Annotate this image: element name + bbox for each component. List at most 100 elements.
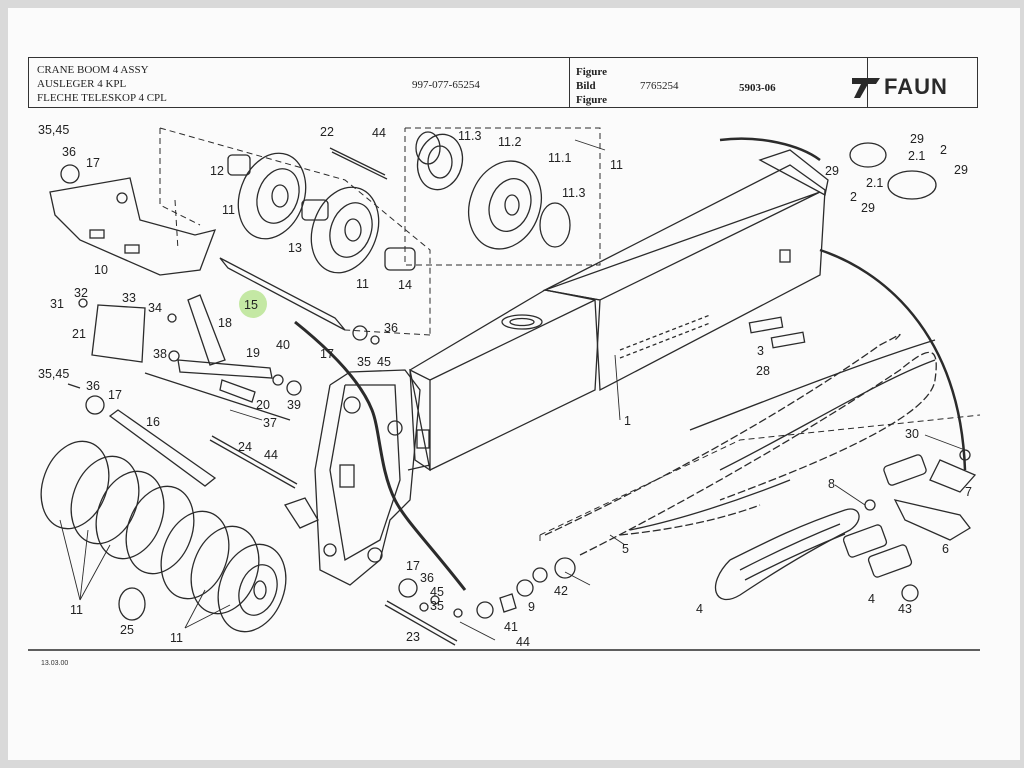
callout: 20 [256,398,270,412]
callout: 11 [356,277,369,291]
callout: 29 [910,132,924,146]
callout: 2 [940,143,947,157]
pad-blocks-2 [748,142,937,349]
shafts [108,409,458,646]
callout: 22 [320,125,334,139]
callout: 44 [264,448,278,462]
callout: 43 [898,602,912,616]
title-cell [29,58,570,107]
callout: 44 [516,635,530,649]
callout-labels: 35,45 36 17 10 12 11 13 11 14 22 44 11.3… [38,123,972,649]
callout: 17 [108,388,122,402]
label-bild: Bild [576,80,596,92]
sheave-stack-bottom [40,440,287,633]
callout: 18 [218,316,232,330]
title-de: AUSLEGER 4 KPL [37,78,127,90]
linkage-parts [67,294,302,421]
callout: 11 [222,203,235,217]
callout: 29 [954,163,968,177]
callout: 30 [905,427,919,441]
drawing-sheet [8,8,1020,760]
bracket-10 [49,164,217,276]
callout: 2 [850,190,857,204]
callout: 36 [62,145,76,159]
callout: 44 [372,126,386,140]
callout: 2.1 [866,176,883,190]
sheave-group-top [219,147,416,331]
callout: 38 [153,347,167,361]
callout: 28 [756,364,770,378]
cover-plate-21 [91,304,146,363]
callout: 45 [430,585,444,599]
callout: 17 [320,347,334,361]
bild-number: 7765254 [640,80,679,92]
callout: 39 [287,398,301,412]
callout: 11.3 [562,186,585,200]
callout: 35 [430,599,444,613]
rope-chain-4 [714,449,977,602]
callout: 16 [146,415,160,429]
callout: 12 [210,164,224,178]
callout: 21 [72,327,86,341]
callout: 36 [420,571,434,585]
callout: 11 [610,158,623,172]
sheave-detail-11 [415,131,571,250]
callout: 17 [86,156,100,170]
callout: 5 [622,542,629,556]
callout: 4 [696,602,703,616]
boom-body [409,149,829,472]
callout: 32 [74,286,88,300]
callout: 6 [942,542,949,556]
callout: 35 [357,355,371,369]
callout: 40 [276,338,290,352]
callout: 9 [528,600,535,614]
callout: 45 [377,355,391,369]
part-15-highlight [239,290,267,318]
callout: 36 [86,379,100,393]
callout: 31 [50,297,64,311]
callout: 11.1 [548,151,571,165]
callout: 1 [624,414,631,428]
callout: 11 [70,603,83,617]
title-en: CRANE BOOM 4 ASSY [37,64,149,76]
assembly-group-lines [159,127,981,545]
faun-logo-icon [852,78,880,98]
callout: 33 [122,291,136,305]
callout: 17 [406,559,420,573]
footer-date: 13.03.00 [41,660,69,667]
callout: 34 [148,301,162,315]
brand-name: FAUN [884,74,948,99]
callout: 25 [120,623,134,637]
callout: 42 [554,584,568,598]
callout: 2.1 [908,149,925,163]
callout: 29 [861,201,875,215]
callout: 29 [825,164,839,178]
title-fr: FLECHE TELESKOP 4 CPL [37,92,167,104]
boom-head-frame [284,137,967,591]
callout: 37 [263,416,277,430]
label-figure: Figure [576,66,607,78]
callout: 11 [170,631,183,645]
callout: 15 [244,298,258,312]
callout: 7 [965,485,972,499]
callout: 19 [246,346,260,360]
callout: 23 [406,630,420,644]
callout: 3 [757,344,764,358]
callout: 10 [94,263,108,277]
callout: 13 [288,241,302,255]
callout: 14 [398,278,412,292]
wire-ropes [544,333,937,556]
callout: 11.2 [498,135,521,149]
callout: 4 [868,592,875,606]
figure-code: 5903-06 [739,82,776,94]
part-number: 997-077-65254 [412,79,480,91]
callout: 8 [828,477,835,491]
leader-lines [59,139,966,641]
callout: 11.3 [458,129,481,143]
label-figure-2: Figure [576,94,607,106]
callout: 35,45 [38,123,69,137]
callout: 36 [384,321,398,335]
callout: 35,45 [38,367,69,381]
washers-bottom [352,325,576,619]
